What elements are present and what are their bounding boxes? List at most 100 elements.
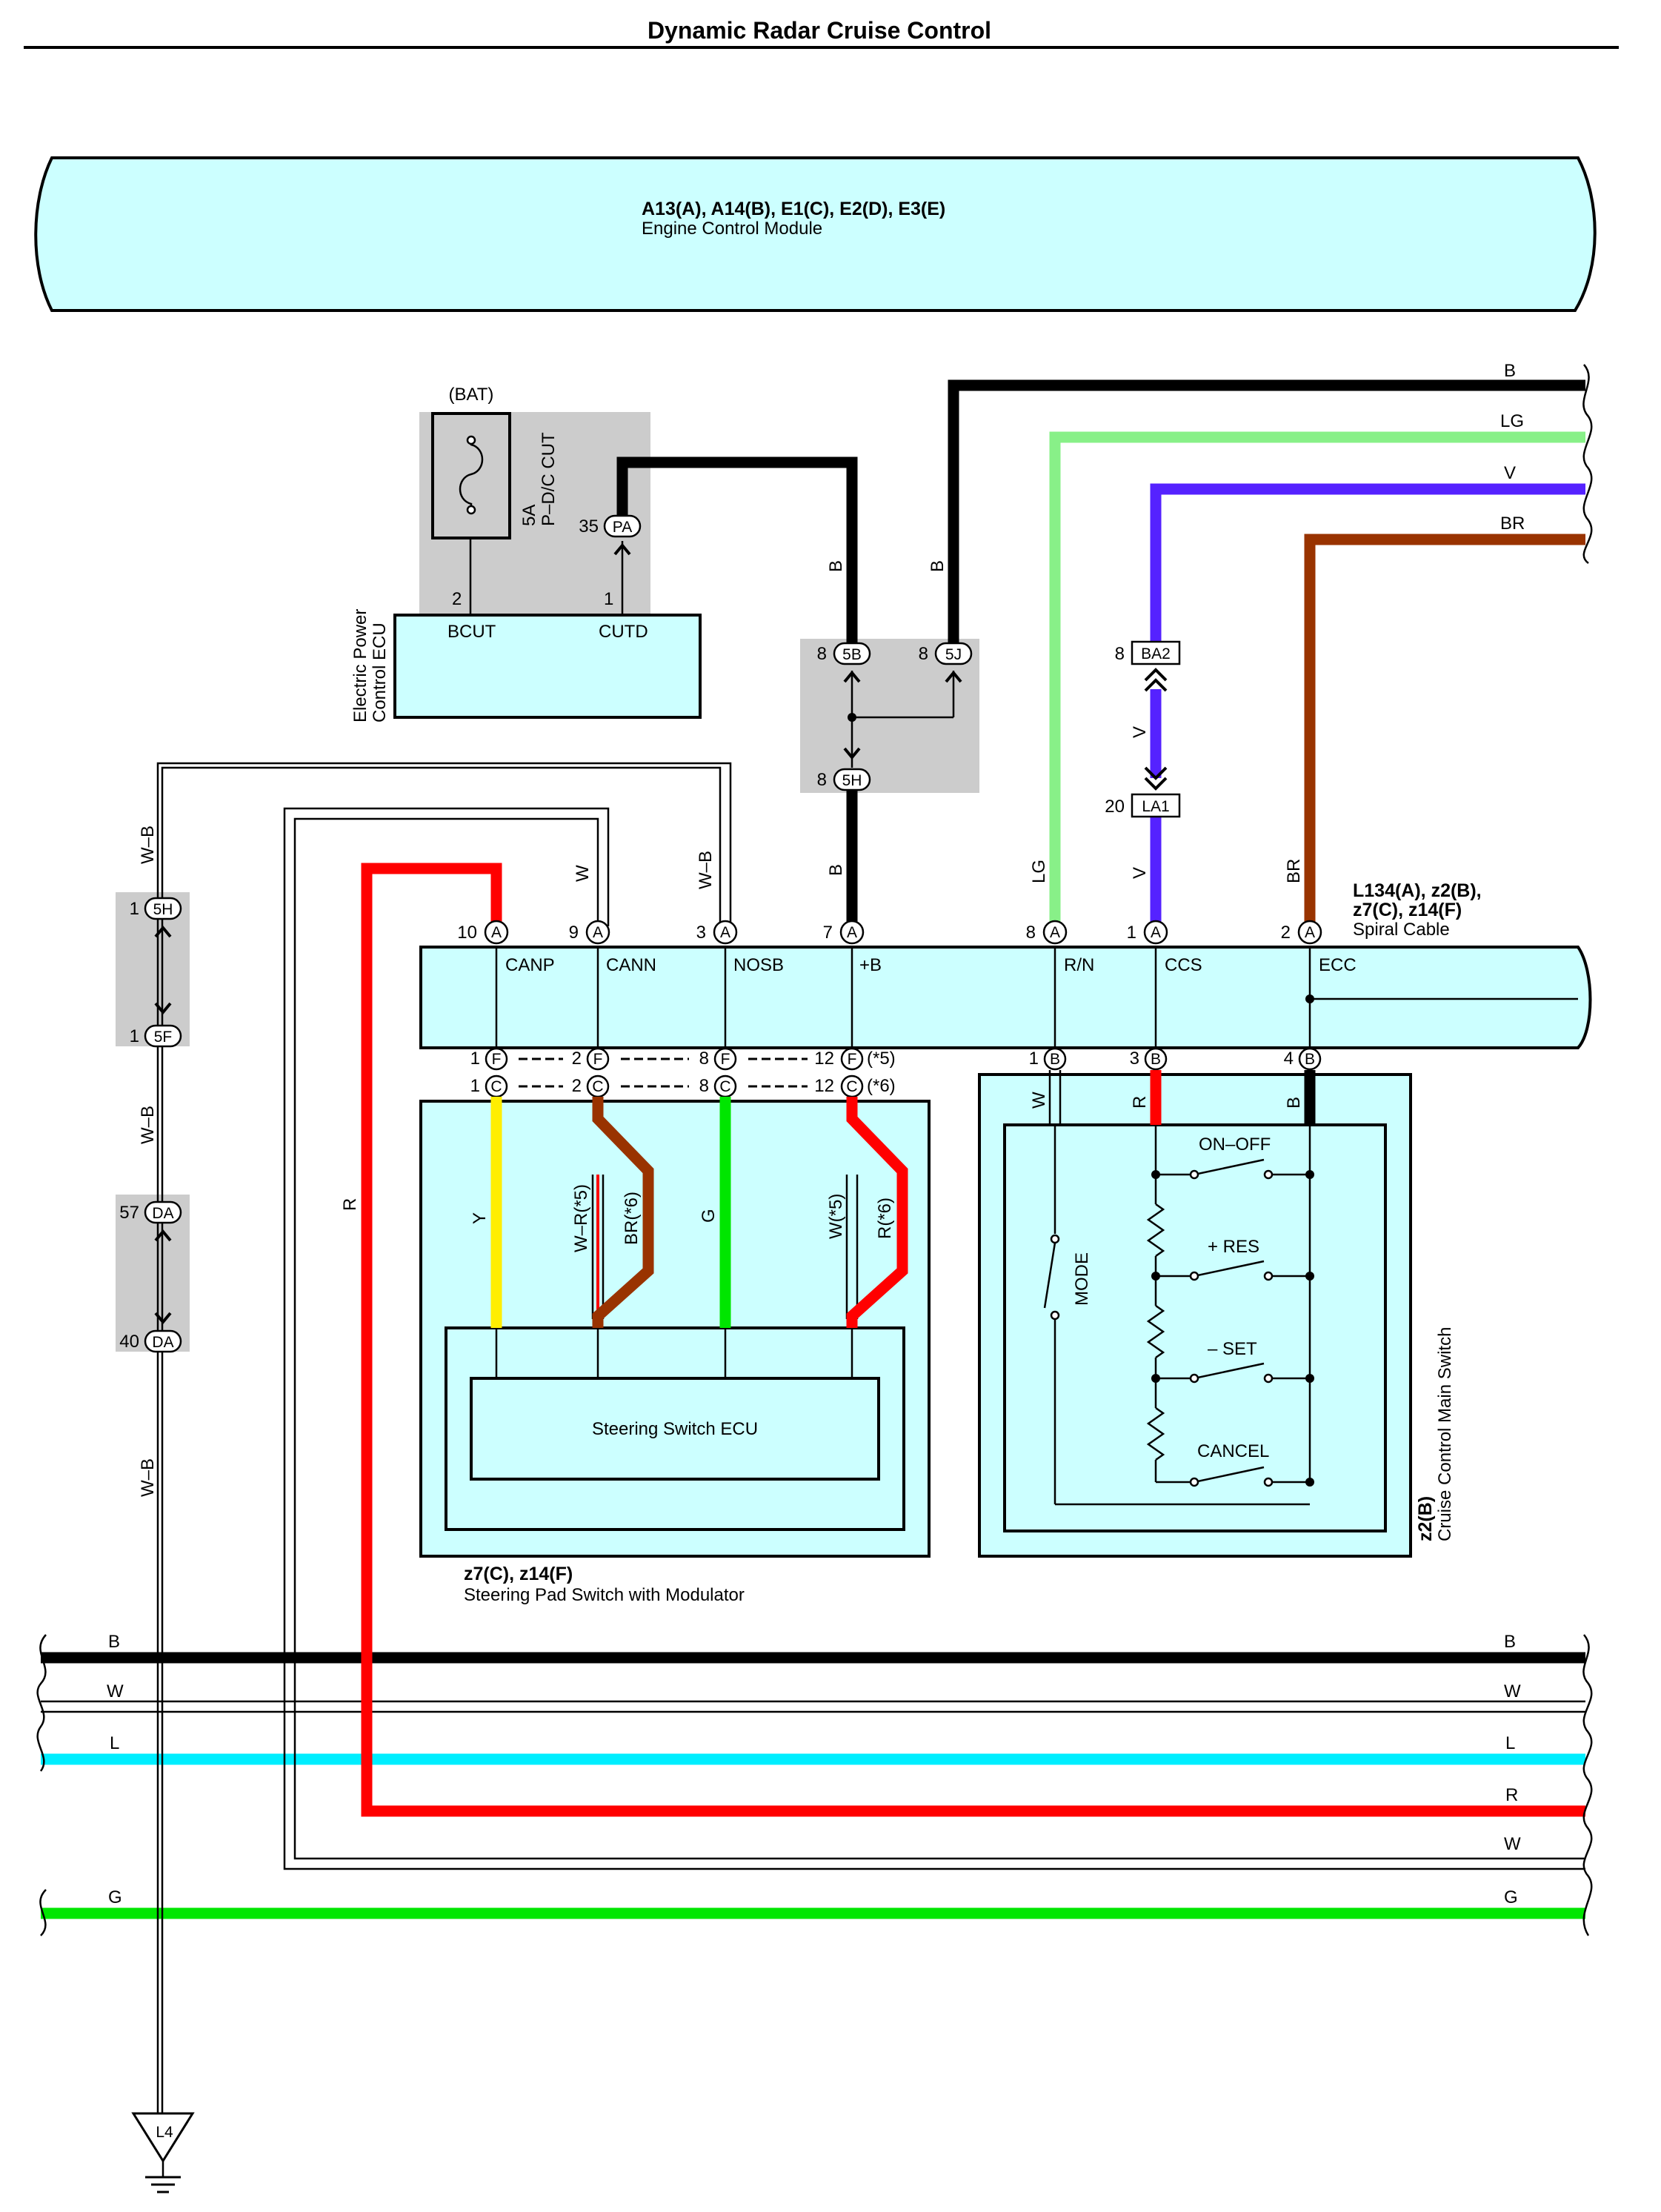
svg-text:1: 1 — [470, 1076, 480, 1096]
spiral-cable — [419, 946, 1592, 1049]
wire-w-cann — [283, 807, 1585, 1870]
wire-br-6 — [592, 1097, 654, 1328]
pin-cann-num: 9 — [569, 923, 579, 943]
svg-text:5J: 5J — [945, 646, 962, 663]
main-switch-connector: z2(B) — [1415, 1496, 1436, 1541]
svg-text:40: 40 — [119, 1332, 139, 1352]
svg-text:5H: 5H — [842, 772, 862, 789]
pin-bcut-num: 2 — [452, 589, 462, 609]
svg-text:A: A — [1151, 924, 1161, 941]
epc-ecu-name-2: Control ECU — [370, 622, 390, 723]
svg-text:20: 20 — [1105, 797, 1125, 817]
svg-text:1: 1 — [130, 1026, 139, 1046]
wire-r-canp — [361, 863, 1585, 1817]
label-cann-w: W — [573, 865, 593, 882]
pin-rn-label: R/N — [1064, 955, 1094, 975]
fuse-name: P–D/C CUT — [539, 432, 559, 526]
switch-set: – SET — [1208, 1339, 1257, 1359]
svg-text:8: 8 — [1115, 644, 1125, 664]
wire-w5 — [845, 1175, 859, 1319]
bus-w-right: W — [1504, 1681, 1521, 1701]
label-wr: W–R(*5) — [571, 1184, 591, 1252]
bus-b-right: B — [1504, 1632, 1516, 1652]
svg-text:A: A — [593, 924, 603, 941]
pin-bcut-label: BCUT — [447, 622, 496, 642]
svg-text:B: B — [1151, 1051, 1161, 1068]
connector-5h-top: 8 5H — [817, 747, 871, 791]
epc-ecu-name-1: Electric Power — [350, 609, 370, 723]
pin-canp-num: 10 — [457, 923, 477, 943]
wire-b-pa-5b — [616, 456, 858, 643]
top-right-break — [1582, 364, 1593, 564]
label-ecc-br: BR — [1284, 859, 1304, 883]
bus-right-break — [1582, 1634, 1593, 1936]
svg-text:F: F — [492, 1051, 502, 1068]
label-sw-b: B — [1284, 1097, 1304, 1109]
wire-v — [1150, 483, 1585, 641]
pin-cutd-num: 1 — [604, 589, 613, 609]
svg-text:PA: PA — [613, 519, 632, 536]
svg-text:1: 1 — [470, 1049, 480, 1069]
diagram-title: Dynamic Radar Cruise Control — [648, 17, 991, 44]
label-rn-lg: LG — [1029, 860, 1049, 883]
pin-ccs-num: 1 — [1127, 923, 1136, 943]
label-nosb-wb: W–B — [696, 851, 716, 889]
svg-text:1: 1 — [1029, 1049, 1039, 1069]
pin-cann-label: CANN — [606, 955, 656, 975]
connector-5h-left: 1 5H — [130, 897, 182, 938]
switch-on-off: ON–OFF — [1199, 1135, 1271, 1155]
svg-text:8: 8 — [699, 1049, 709, 1069]
pin-rn-num: 8 — [1026, 923, 1036, 943]
label-ba2-v: V — [1130, 726, 1150, 738]
steering-pad-connectors: z7(C), z14(F) — [464, 1564, 573, 1584]
label-sw-w: W — [1029, 1092, 1049, 1109]
label-left-wb-2: W–B — [138, 1106, 158, 1144]
pin-nosb-num: 3 — [696, 923, 706, 943]
label-ccs-v: V — [1130, 867, 1150, 879]
label-br6: BR(*6) — [622, 1192, 642, 1245]
bus-l-left: L — [110, 1733, 119, 1753]
connector-5b: 8 5B — [817, 642, 871, 683]
top-wire-b: B — [1504, 361, 1516, 381]
svg-text:L4: L4 — [156, 2124, 173, 2141]
svg-text:C: C — [719, 1078, 730, 1095]
connector-5j: 8 5J — [919, 642, 973, 683]
svg-text:C: C — [490, 1078, 502, 1095]
svg-text:2: 2 — [572, 1076, 582, 1096]
steering-pad-inner — [445, 1326, 905, 1531]
wire-br — [1304, 534, 1585, 926]
bus-r-right: R — [1505, 1785, 1518, 1805]
top-wire-br: BR — [1500, 514, 1525, 534]
wire-lg — [1049, 431, 1585, 926]
pin-dashes — [519, 1057, 808, 1088]
label-left-wb-3: W–B — [138, 1458, 158, 1497]
ground-icon: L4 — [131, 2112, 195, 2193]
spiral-name: Spiral Cable — [1353, 920, 1450, 940]
svg-text:DA: DA — [152, 1334, 173, 1351]
svg-text:A: A — [847, 924, 857, 941]
label-5h-b: B — [826, 864, 846, 876]
bus-g-right: G — [1504, 1887, 1518, 1907]
svg-text:35: 35 — [579, 517, 599, 537]
svg-text:5H: 5H — [153, 901, 173, 918]
label-left-wb-1: W–B — [138, 826, 158, 864]
spiral-connectors-2: z7(C), z14(F) — [1353, 900, 1462, 920]
wire-b-5j-top — [948, 379, 1585, 643]
svg-text:F: F — [848, 1051, 857, 1068]
bus-wire-w — [41, 1700, 1585, 1713]
pin-canp-label: CANP — [505, 955, 555, 975]
svg-text:(*6): (*6) — [867, 1076, 896, 1096]
svg-text:4: 4 — [1284, 1049, 1294, 1069]
switch-mode: MODE — [1072, 1252, 1092, 1306]
ecm-name: Engine Control Module — [642, 219, 822, 239]
svg-text:8: 8 — [817, 770, 827, 790]
fuse-box — [431, 412, 511, 539]
ecm-connectors: A13(A), A14(B), E1(C), E2(D), E3(E) — [642, 199, 945, 219]
top-wire-lg: LG — [1500, 411, 1524, 431]
connector-da-40: 40 DA — [119, 1312, 182, 1353]
wire-r6 — [846, 1097, 908, 1328]
label-y: Y — [470, 1212, 490, 1224]
connector-ba2: 8 BA2 — [1115, 640, 1181, 692]
spiral-top-pins: A A A A A A A — [484, 920, 1322, 945]
label-g: G — [699, 1209, 719, 1223]
